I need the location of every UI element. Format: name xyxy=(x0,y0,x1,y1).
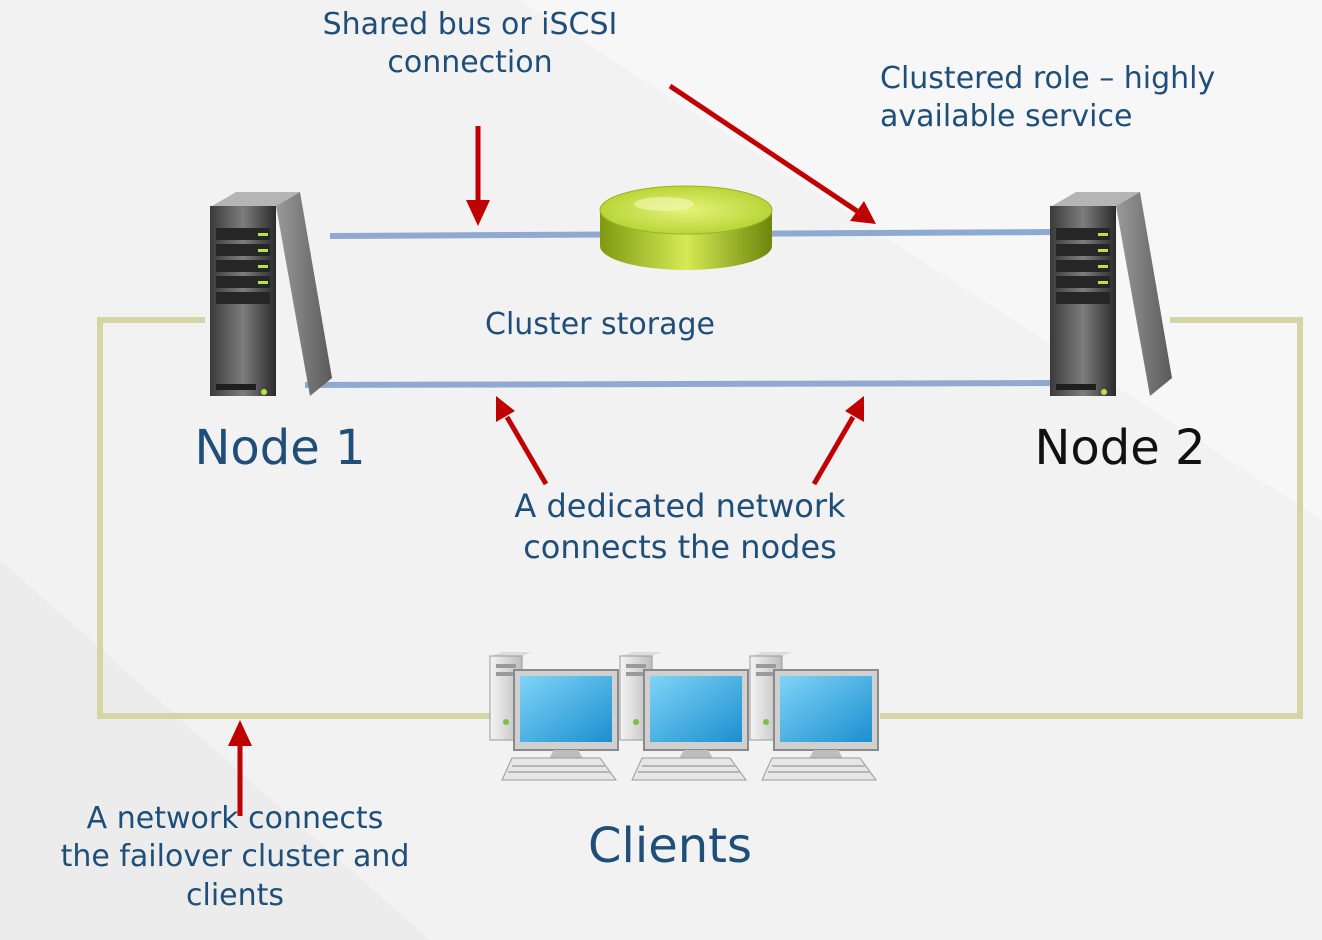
node1-label: Node 1 xyxy=(194,420,366,476)
node2-server-icon xyxy=(1050,192,1172,396)
client-network-label: A network connects the failover cluster … xyxy=(60,801,410,913)
client-computer-icon xyxy=(489,652,619,781)
dedicated-network-link xyxy=(304,380,1063,388)
arrow-clustered-role xyxy=(668,83,876,224)
arrow-dedicated-network-right xyxy=(811,396,864,486)
cluster-storage-label: Cluster storage xyxy=(485,307,715,342)
clustered-role-label: Clustered role – highly available servic… xyxy=(880,61,1216,135)
arrow-dedicated-network-left xyxy=(496,396,549,486)
dedicated-network-label: A dedicated network connects the nodes xyxy=(514,487,846,566)
client-network-link xyxy=(97,317,490,719)
node2-label: Node 2 xyxy=(1034,420,1206,476)
shared-bus-label: Shared bus or iSCSI connection xyxy=(322,7,618,81)
arrow-shared-bus xyxy=(466,126,490,226)
cluster-storage-icon xyxy=(599,185,773,270)
client-computer-icon xyxy=(619,652,749,781)
clients-label: Clients xyxy=(588,818,752,874)
client-network-link xyxy=(880,317,1303,719)
arrow-client-network xyxy=(228,720,252,816)
node1-server-icon xyxy=(210,192,332,396)
client-computer-icon xyxy=(749,652,879,781)
